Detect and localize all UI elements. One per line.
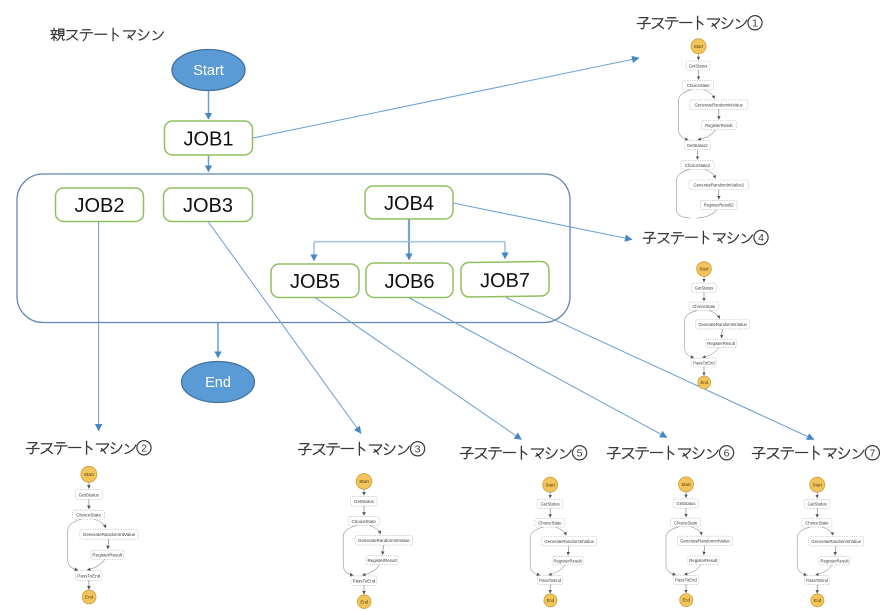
svg-text:Start: Start [193, 63, 224, 79]
svg-text:JOB3: JOB3 [183, 195, 233, 217]
svg-text:JOB1: JOB1 [183, 129, 233, 151]
svg-text:JOB5: JOB5 [290, 271, 340, 293]
svg-text:7: 7 [869, 447, 875, 459]
svg-text:4: 4 [758, 232, 764, 244]
svg-text:JOB7: JOB7 [480, 270, 530, 293]
svg-text:5: 5 [577, 447, 583, 459]
svg-text:1: 1 [752, 17, 758, 29]
svg-text:6: 6 [724, 447, 730, 459]
svg-text:3: 3 [415, 443, 421, 455]
svg-text:JOB2: JOB2 [74, 195, 124, 217]
svg-text:2: 2 [141, 442, 147, 454]
svg-text:JOB6: JOB6 [384, 271, 434, 293]
svg-text:End: End [205, 375, 231, 391]
svg-text:JOB4: JOB4 [384, 193, 434, 215]
